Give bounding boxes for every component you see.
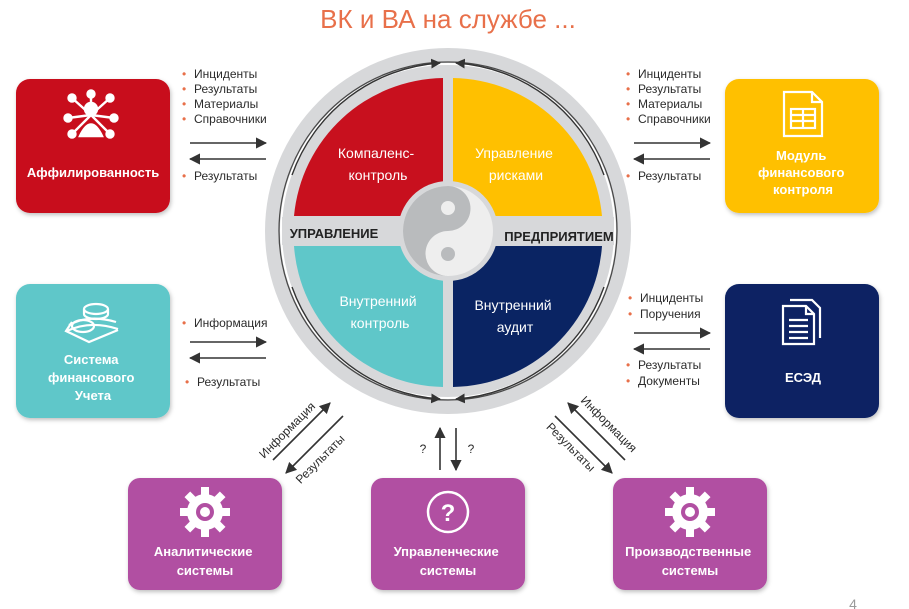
svg-text:Справочники: Справочники xyxy=(638,112,711,126)
band-label-right: ПРЕДПРИЯТИЕМ xyxy=(504,229,613,244)
quadrant-internal-control xyxy=(294,246,443,387)
central-wheel: УПРАВЛЕНИЕ ПРЕДПРИЯТИЕМ Компаленс- контр… xyxy=(265,48,631,414)
quadrant-compliance-label: Компаленс- контроль xyxy=(338,145,418,183)
arrow-bottom-left-a xyxy=(272,402,331,461)
svg-text:•: • xyxy=(626,82,630,96)
documents-icon xyxy=(781,298,822,346)
svg-text:Материалы: Материалы xyxy=(638,97,702,111)
box-esed: ЕСЭД xyxy=(725,284,879,418)
flow-bottom-left-b-label: Результаты xyxy=(293,432,348,487)
svg-text:?: ? xyxy=(441,500,456,527)
flow-bottom-right-a-label: Информация xyxy=(578,393,640,455)
ring-cycle-arrows xyxy=(291,58,605,404)
svg-text:•: • xyxy=(182,112,186,126)
box-analytics-label: Аналитические системы xyxy=(154,544,256,578)
flow-left-top-in-list: • Инциденты • Результаты • Материалы • Справ… xyxy=(182,67,267,126)
svg-text:Инциденты: Инциденты xyxy=(640,291,703,305)
ring-arrow-top-left xyxy=(291,58,441,176)
arrow-bottom-left-b xyxy=(285,415,344,474)
flow-right-top-out-list: • Результаты xyxy=(626,169,701,183)
box-production-label: Производственные системы xyxy=(625,544,755,578)
box-fin-control: Модуль финансового контроля xyxy=(725,79,879,213)
flow-right-mid-in-list: • Инциденты • Поручения xyxy=(628,291,703,321)
svg-text:Результаты: Результаты xyxy=(197,375,260,389)
svg-text:•: • xyxy=(182,67,186,81)
network-person-icon xyxy=(63,89,119,139)
slide-title: ВК и ВА на службе ... xyxy=(320,4,576,34)
quadrant-risk xyxy=(453,78,602,226)
svg-text:Инциденты: Инциденты xyxy=(638,67,701,81)
quadrant-internal-control-label: Внутренний контроль xyxy=(339,293,420,331)
box-management: ? Управленческие системы xyxy=(371,478,525,590)
svg-text:•: • xyxy=(182,82,186,96)
svg-text:Результаты: Результаты xyxy=(638,82,701,96)
svg-text:•: • xyxy=(628,307,632,321)
box-management-label: Управленческие системы xyxy=(394,544,503,578)
flow-bottom-mid-a-label: ? xyxy=(420,442,427,456)
svg-text:Документы: Документы xyxy=(638,374,700,388)
box-esed-label: ЕСЭД xyxy=(785,370,822,385)
box-analytics: Аналитические системы xyxy=(128,478,282,590)
svg-text:•: • xyxy=(626,97,630,111)
box-fin-control-label: Модуль финансового контроля xyxy=(758,148,848,197)
flow-bottom-left-a-label: Информация xyxy=(256,399,318,461)
svg-text:Информация: Информация xyxy=(194,316,267,330)
flow-right-mid-out-list: • Результаты • Документы xyxy=(626,358,701,388)
flow-left-top-out-list: • Результаты xyxy=(182,169,257,183)
ring-arrow-bottom-right xyxy=(455,286,605,404)
band-label-left: УПРАВЛЕНИЕ xyxy=(290,226,379,241)
svg-text:•: • xyxy=(182,97,186,111)
flow-bottom-right-b-label: Результаты xyxy=(544,420,599,475)
svg-text:•: • xyxy=(626,112,630,126)
question-icon: ? xyxy=(426,490,470,534)
arrow-bottom-right-a xyxy=(567,402,626,461)
page-number: 4 xyxy=(849,596,857,609)
box-accounting-label: Система финансового Учета xyxy=(48,352,138,403)
arrow-bottom-right-b xyxy=(554,415,613,474)
spreadsheet-document-icon xyxy=(782,90,824,138)
svg-text:Поручения: Поручения xyxy=(640,307,701,321)
svg-text:Результаты: Результаты xyxy=(194,82,257,96)
flow-arrows xyxy=(188,137,712,474)
yin-yang-icon xyxy=(398,181,498,281)
svg-text:Результаты: Результаты xyxy=(194,169,257,183)
quadrant-risk-label: Управление рисками xyxy=(475,145,557,183)
ring-arrow-bottom-left xyxy=(291,286,441,404)
svg-text:•: • xyxy=(185,375,189,389)
flow-left-mid-out-list: • Результаты xyxy=(185,375,260,389)
svg-text:Справочники: Справочники xyxy=(194,112,267,126)
box-production: Производственные системы xyxy=(613,478,767,590)
flow-right-top-in-list: • Инциденты • Результаты • Материалы • Справ… xyxy=(626,67,711,126)
flow-left-mid-in-list: • Информация xyxy=(182,316,267,330)
svg-text:•: • xyxy=(626,358,630,372)
gear-icon xyxy=(665,487,715,537)
svg-text:•: • xyxy=(628,291,632,305)
svg-text:Результаты: Результаты xyxy=(638,169,701,183)
svg-text:Материалы: Материалы xyxy=(194,97,258,111)
ring-arrows-track xyxy=(278,61,618,401)
coins-stack-icon xyxy=(64,302,119,344)
box-accounting: Система финансового Учета xyxy=(16,284,170,418)
quadrant-internal-audit xyxy=(453,246,602,387)
svg-text:•: • xyxy=(626,169,630,183)
svg-text:•: • xyxy=(626,67,630,81)
inner-ring-line xyxy=(280,63,616,399)
box-affiliation-label: Аффилированность xyxy=(27,165,159,180)
flow-bottom-mid-b-label: ? xyxy=(468,442,475,456)
svg-text:•: • xyxy=(182,316,186,330)
gear-icon xyxy=(180,487,230,537)
svg-text:•: • xyxy=(182,169,186,183)
ring-arrow-top-right xyxy=(455,58,605,176)
svg-text:Инциденты: Инциденты xyxy=(194,67,257,81)
svg-text:•: • xyxy=(626,374,630,388)
box-affiliation: Аффилированность xyxy=(16,79,170,213)
quadrant-internal-audit-label: Внутренний аудит xyxy=(474,297,555,335)
svg-text:Результаты: Результаты xyxy=(638,358,701,372)
quadrant-compliance xyxy=(294,78,443,226)
